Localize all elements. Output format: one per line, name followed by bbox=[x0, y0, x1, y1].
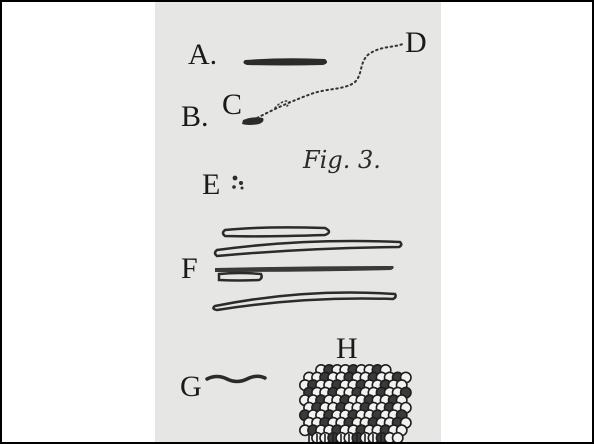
specimen-f-rod-4 bbox=[219, 273, 262, 281]
specimen-a-shape bbox=[243, 58, 327, 65]
label-f: F bbox=[181, 254, 198, 284]
label-a: A. bbox=[188, 40, 217, 70]
label-b: B. bbox=[181, 102, 209, 132]
label-h: H bbox=[336, 334, 358, 364]
specimen-f-rod-5 bbox=[213, 293, 395, 311]
figure-label: Fig. 3. bbox=[303, 148, 381, 172]
specimen-f-rod-1 bbox=[223, 227, 329, 236]
specimen-c-shape bbox=[242, 117, 264, 125]
label-g: G bbox=[180, 372, 202, 402]
specimen-h-cell-grid bbox=[300, 365, 411, 442]
hex-cell bbox=[393, 433, 403, 442]
dotted-path-c-to-d bbox=[257, 44, 403, 118]
specimen-f-rod-2 bbox=[215, 241, 401, 256]
specimen-e-dot bbox=[233, 176, 238, 181]
label-d: D bbox=[405, 28, 427, 58]
engraving-plate: /* placeholder to keep group static */ A… bbox=[155, 2, 441, 442]
specimen-g-shape bbox=[207, 376, 265, 381]
label-c: C bbox=[222, 90, 242, 120]
specimen-f-rod-3 bbox=[215, 266, 394, 272]
label-e: E bbox=[202, 170, 220, 200]
